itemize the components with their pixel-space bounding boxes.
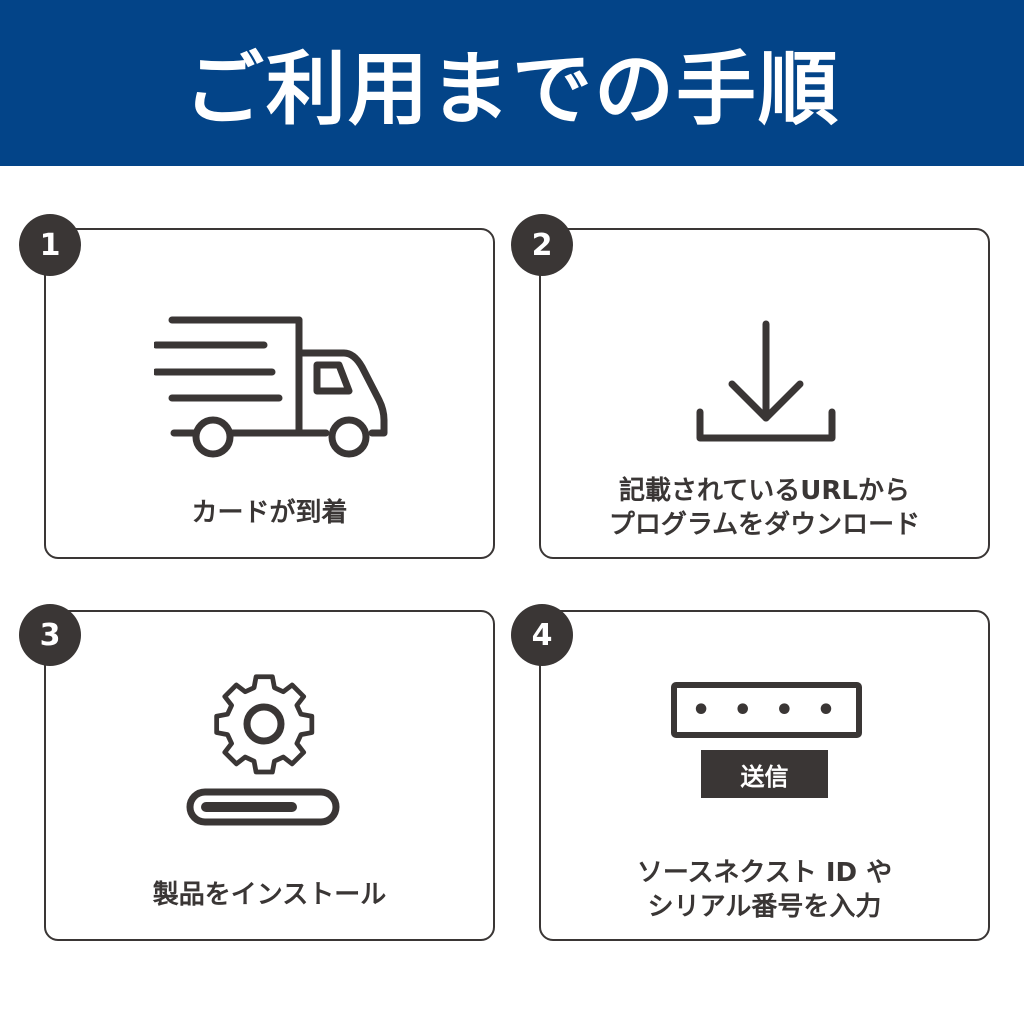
step-label-4: ソースネクスト ID やシリアル番号を入力 bbox=[636, 858, 893, 922]
step-number-3: 3 bbox=[19, 604, 81, 666]
step-label-2: 記載されているURLからプログラムをダウンロード bbox=[608, 476, 921, 540]
step-number-2: 2 bbox=[511, 214, 573, 276]
page-title: ご利用までの手順 bbox=[184, 43, 840, 136]
download-icon bbox=[696, 320, 836, 449]
step-card-1: カードが到着 bbox=[44, 228, 495, 559]
header-banner: ご利用までの手順 bbox=[0, 0, 1024, 166]
step-card-2: 記載されているURLからプログラムをダウンロード bbox=[539, 228, 990, 559]
step-label-1: カードが到着 bbox=[191, 498, 348, 528]
step-number-4: 4 bbox=[511, 604, 573, 666]
truck-icon bbox=[152, 315, 389, 464]
submit-button-label: 送信 bbox=[740, 762, 789, 791]
step-number-1: 1 bbox=[19, 214, 81, 276]
gear-install-icon bbox=[184, 672, 344, 836]
step-label-3: 製品をインストール bbox=[152, 880, 387, 910]
submit-button: 送信 bbox=[701, 750, 828, 798]
password-field: • • • • bbox=[671, 682, 862, 738]
password-mask: • • • • bbox=[691, 692, 842, 728]
step-card-4: • • • • 送信 ソースネクスト ID やシリアル番号を入力 bbox=[539, 610, 990, 941]
step-card-3: 製品をインストール bbox=[44, 610, 495, 941]
